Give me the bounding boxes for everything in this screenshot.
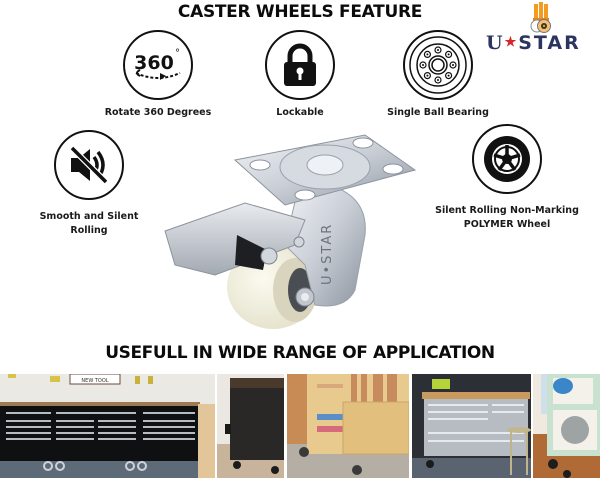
feature-label: Silent Rolling Non-Marking POLYMER Wheel [435,205,579,230]
svg-text:U•STAR: U•STAR [320,223,335,285]
brand-wordmark: U★STAR [486,32,581,54]
feature-polymer-wheel: Silent Rolling Non-Marking POLYMER Wheel [432,124,582,232]
feature-label: Rotate 360 Degrees [104,107,212,118]
application-photo-lumber-cart [287,374,409,478]
feature-icon-circle [265,30,335,100]
wheel-icon [484,136,530,182]
feature-label: Single Ball Bearing [387,107,489,118]
feature-icon-circle [472,124,542,194]
feature-label: Lockable [276,107,324,118]
application-photo-garage-cabinets: NEW TOOL [0,374,215,478]
feature-icon-circle [403,30,473,100]
feature-label: Smooth and Silent Rolling [39,211,139,236]
star-icon: ★ [504,35,518,50]
application-photo-kitchen-cart [533,374,600,478]
application-photo-strip: NEW TOOL [0,374,600,478]
ball-bearing-icon [409,36,467,94]
application-photo-metal-cabinet [217,374,284,478]
feature-icon-circle [54,130,124,200]
brand-letter: U [486,32,504,54]
caster-product-image: U•STAR [155,125,425,330]
feature-lockable: Lockable [250,30,350,120]
feature-silent-rolling: Smooth and Silent Rolling [30,130,148,238]
logo-caster-icon [530,2,551,33]
brand-name-rest: STAR [518,32,581,54]
padlock-icon [284,43,316,86]
application-photo-steel-workbench [412,374,531,478]
page-title: CASTER WHEELS FEATURE [177,2,423,22]
mute-speaker-icon [69,145,109,185]
feature-ball-bearing: Single Ball Bearing [378,30,498,120]
feature-icon-circle: 360 ° [123,30,193,100]
svg-text:360: 360 [134,52,174,74]
svg-text:°: ° [175,48,180,59]
feature-rotate-360: 360 ° Rotate 360 Degrees [98,30,218,120]
brand-logo: U★STAR [482,2,600,56]
svg-text:NEW TOOL: NEW TOOL [81,378,108,384]
applications-title: USEFULL IN WIDE RANGE OF APPLICATION [105,343,495,363]
rotate-360-icon: 360 ° [134,48,181,80]
